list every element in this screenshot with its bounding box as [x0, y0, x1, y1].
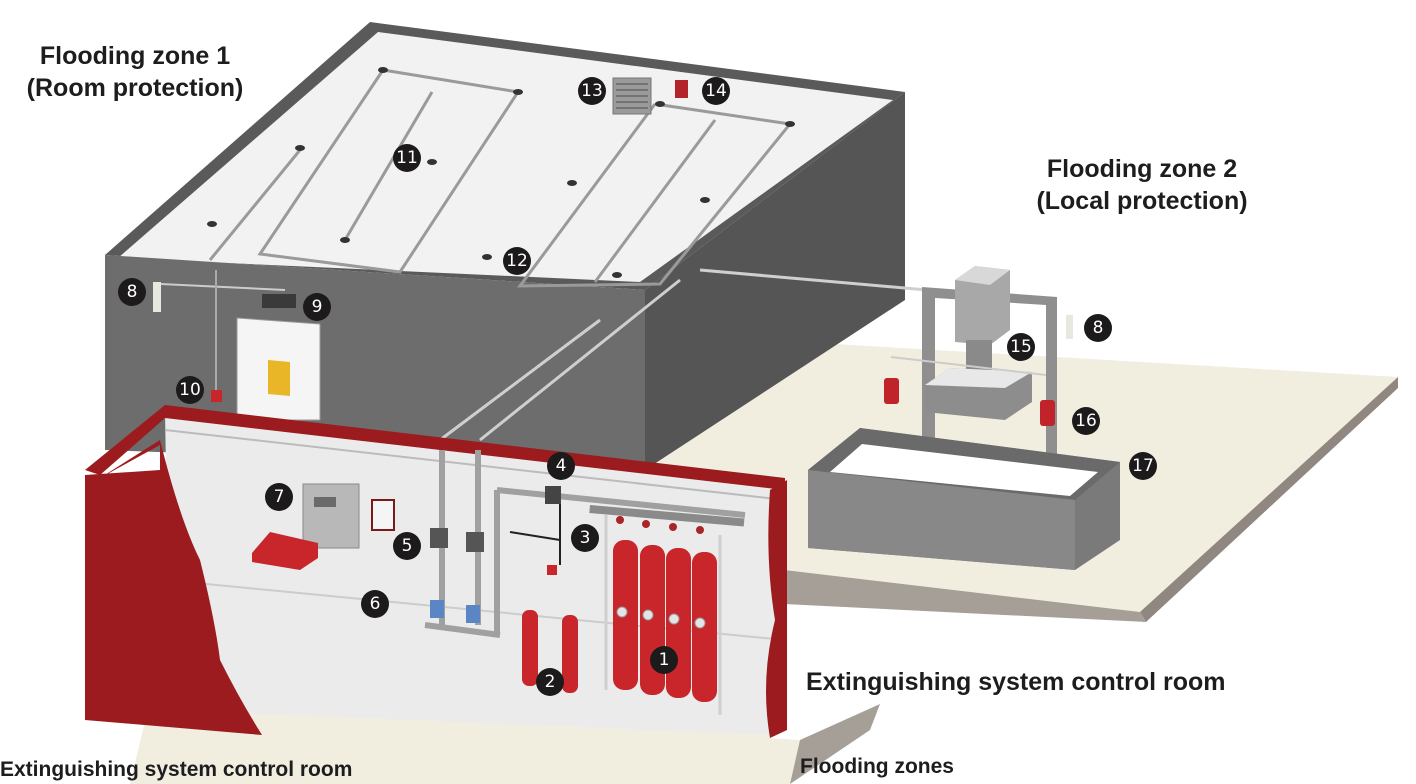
- callout-marker-13: 13: [578, 77, 606, 105]
- svg-text:13: 13: [581, 81, 603, 101]
- callout-marker-16: 16: [1072, 407, 1100, 435]
- callout-marker-7: 7: [265, 483, 293, 511]
- svg-text:7: 7: [274, 487, 285, 507]
- callout-marker-10: 10: [176, 376, 204, 404]
- svg-text:6: 6: [370, 594, 381, 614]
- zone-1-title-line1: Flooding zone 1: [39, 42, 231, 70]
- callout-marker-2: 2: [536, 668, 564, 696]
- svg-text:15: 15: [1010, 337, 1032, 357]
- control-room: [85, 405, 787, 740]
- svg-text:14: 14: [705, 81, 727, 101]
- callout-marker-9: 9: [303, 293, 331, 321]
- svg-text:12: 12: [506, 251, 528, 271]
- callout-marker-5: 5: [393, 532, 421, 560]
- svg-text:5: 5: [402, 536, 413, 556]
- callout-marker-14: 14: [702, 77, 730, 105]
- zone-1-title-line2: (Room protection): [26, 74, 244, 102]
- zone-2-title-line1: Flooding zone 2: [1046, 155, 1238, 183]
- callout-marker-8-zone2: 8: [1084, 314, 1112, 342]
- svg-text:10: 10: [179, 380, 201, 400]
- svg-text:8: 8: [127, 282, 138, 302]
- svg-text:4: 4: [556, 456, 567, 476]
- caption-control-room: Extinguishing system control room: [0, 758, 353, 781]
- callout-marker-17: 17: [1129, 452, 1157, 480]
- callout-marker-1: 1: [650, 646, 678, 674]
- callout-marker-4: 4: [547, 452, 575, 480]
- zone-2-title-line2: (Local protection): [1036, 187, 1248, 215]
- callout-marker-11: 11: [393, 144, 421, 172]
- zone-2-title: Flooding zone 2 (Local protection): [1022, 153, 1262, 217]
- callout-marker-15: 15: [1007, 333, 1035, 361]
- callout-marker-6: 6: [361, 590, 389, 618]
- callout-marker-8-zone1: 8: [118, 278, 146, 306]
- svg-text:8: 8: [1093, 318, 1104, 338]
- callout-marker-3: 3: [571, 524, 599, 552]
- control-room-title: Extinguishing system control room: [806, 668, 1226, 696]
- svg-text:16: 16: [1075, 411, 1097, 431]
- svg-text:3: 3: [580, 528, 591, 548]
- svg-text:1: 1: [659, 650, 670, 670]
- room-1: [105, 22, 1041, 470]
- callout-marker-12: 12: [503, 247, 531, 275]
- caption-flooding-zones: Flooding zones: [800, 755, 954, 778]
- zone-1-title: Flooding zone 1 (Room protection): [15, 40, 255, 104]
- svg-text:11: 11: [396, 148, 418, 168]
- svg-text:2: 2: [545, 672, 556, 692]
- zone-2-equipment: [808, 266, 1120, 570]
- svg-text:9: 9: [312, 297, 323, 317]
- svg-text:17: 17: [1132, 456, 1154, 476]
